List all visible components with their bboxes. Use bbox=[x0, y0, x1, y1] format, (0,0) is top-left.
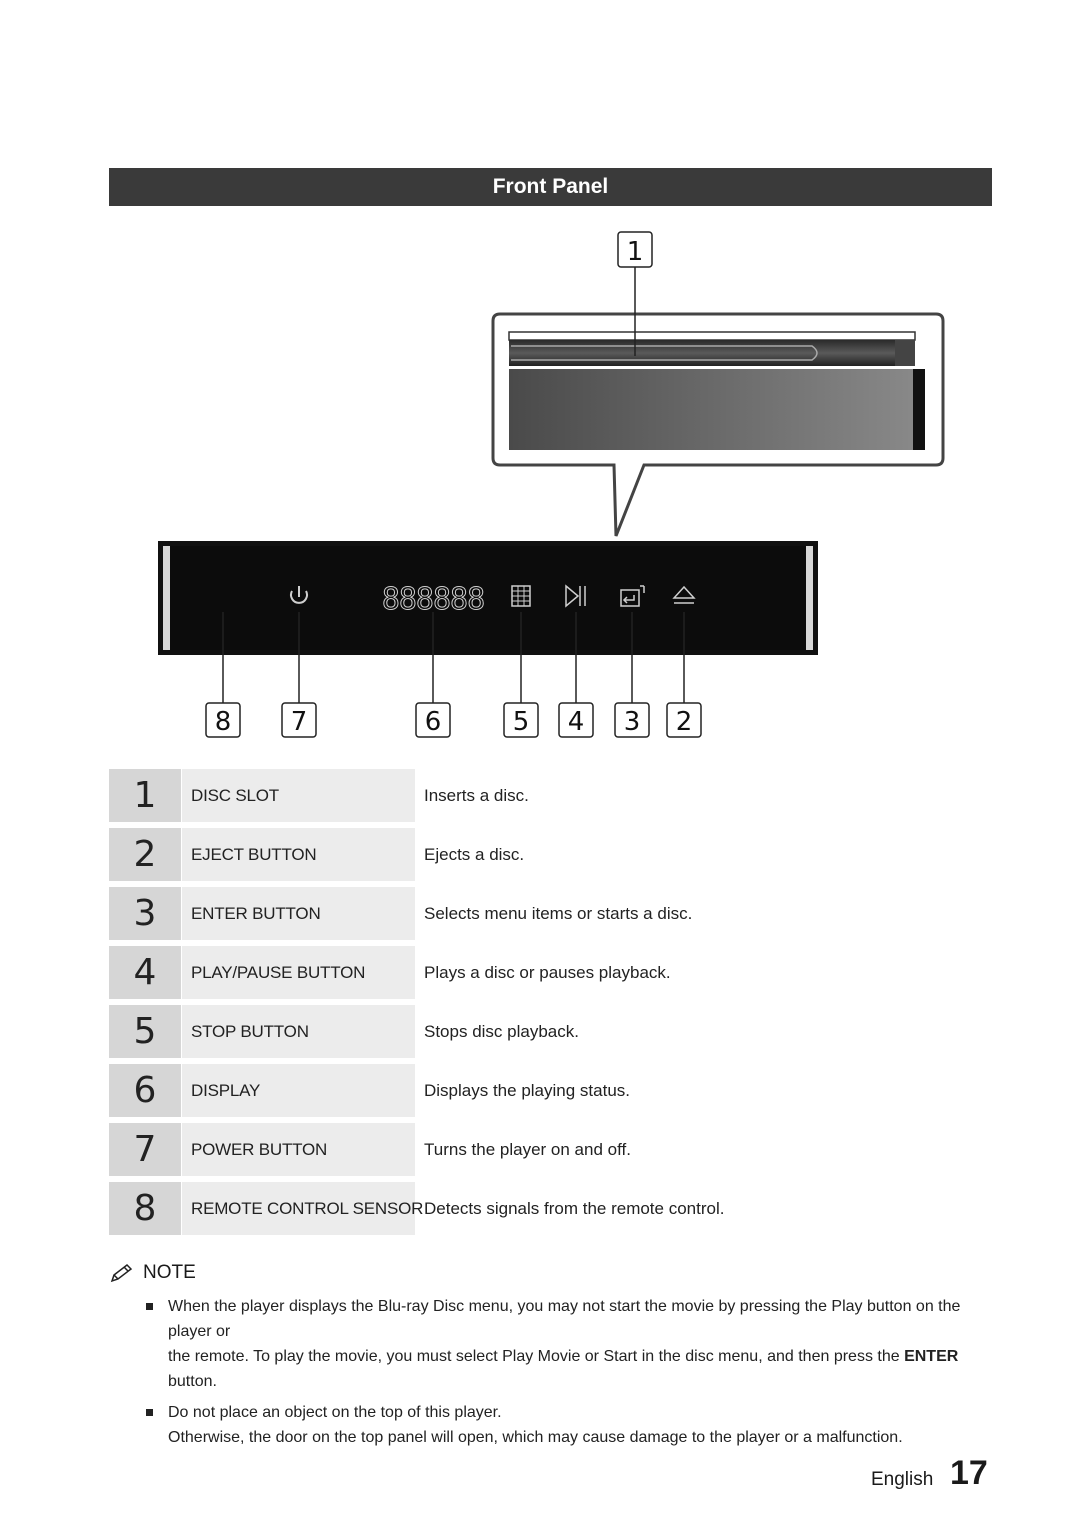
item-number: 1 bbox=[109, 769, 181, 822]
bullet-icon bbox=[146, 1303, 153, 1310]
item-number: 6 bbox=[109, 1064, 181, 1117]
note-section: NOTE When the player displays the Blu-ra… bbox=[109, 1262, 994, 1456]
disc-slot-zoom bbox=[491, 312, 945, 537]
item-description: Selects menu items or starts a disc. bbox=[424, 904, 693, 923]
table-row: 7 POWER BUTTON Turns the player on and o… bbox=[109, 1123, 1009, 1176]
page-number: 17 bbox=[950, 1454, 988, 1492]
note-text-part: the remote. To play the movie, you must … bbox=[168, 1348, 905, 1365]
callout-8: 8 bbox=[205, 702, 241, 738]
callout-7: 7 bbox=[281, 702, 317, 738]
power-icon bbox=[290, 586, 308, 604]
callout-3: 3 bbox=[614, 702, 650, 738]
svg-text:1: 1 bbox=[627, 237, 644, 267]
note-item: When the player displays the Blu-ray Dis… bbox=[109, 1294, 994, 1394]
item-name: ENTER BUTTON bbox=[182, 887, 415, 940]
table-row: 1 DISC SLOT Inserts a disc. bbox=[109, 769, 1009, 822]
svg-text:3: 3 bbox=[624, 707, 641, 737]
item-name: REMOTE CONTROL SENSOR bbox=[182, 1182, 423, 1235]
note-text-bold: ENTER bbox=[904, 1348, 959, 1365]
callout-2: 2 bbox=[666, 702, 702, 738]
play-pause-icon bbox=[565, 584, 586, 608]
note-text-part: button. bbox=[168, 1373, 217, 1390]
display-digits: 888888 bbox=[382, 582, 484, 617]
note-heading: NOTE bbox=[109, 1262, 994, 1284]
item-description: Stops disc playback. bbox=[424, 1022, 579, 1041]
item-name: DISC SLOT bbox=[182, 769, 415, 822]
svg-text:6: 6 bbox=[425, 707, 442, 737]
item-description: Detects signals from the remote control. bbox=[424, 1199, 725, 1218]
parts-table: 1 DISC SLOT Inserts a disc. 2 EJECT BUTT… bbox=[109, 769, 1009, 1241]
bullet-icon bbox=[146, 1409, 153, 1416]
callout-5: 5 bbox=[503, 702, 539, 738]
item-number: 2 bbox=[109, 828, 181, 881]
front-panel: 888888 bbox=[158, 541, 818, 655]
note-text: Otherwise, the door on the top panel wil… bbox=[168, 1429, 903, 1446]
pencil-icon bbox=[110, 1264, 133, 1283]
note-item: Do not place an object on the top of thi… bbox=[109, 1400, 994, 1450]
table-row: 8 REMOTE CONTROL SENSOR Detects signals … bbox=[109, 1182, 1009, 1235]
svg-text:2: 2 bbox=[676, 707, 693, 737]
item-description: Ejects a disc. bbox=[424, 845, 525, 864]
item-description: Plays a disc or pauses playback. bbox=[424, 963, 671, 982]
section-title: Front Panel bbox=[109, 168, 992, 206]
item-description: Displays the playing status. bbox=[424, 1081, 630, 1100]
item-name: EJECT BUTTON bbox=[182, 828, 415, 881]
table-row: 6 DISPLAY Displays the playing status. bbox=[109, 1064, 1009, 1117]
item-name: DISPLAY bbox=[182, 1064, 415, 1117]
eject-icon bbox=[672, 585, 696, 604]
item-number: 8 bbox=[109, 1182, 181, 1235]
item-name: STOP BUTTON bbox=[182, 1005, 415, 1058]
note-text: the remote. To play the movie, you must … bbox=[168, 1344, 994, 1394]
table-row: 5 STOP BUTTON Stops disc playback. bbox=[109, 1005, 1009, 1058]
note-text: When the player displays the Blu-ray Dis… bbox=[168, 1298, 961, 1340]
enter-icon bbox=[620, 585, 645, 607]
svg-text:7: 7 bbox=[291, 707, 308, 737]
front-panel-diagram: 1 888888 bbox=[158, 231, 945, 738]
stop-icon bbox=[511, 585, 531, 607]
item-description: Inserts a disc. bbox=[424, 786, 529, 805]
footer-language: English bbox=[871, 1469, 934, 1490]
note-text: Do not place an object on the top of thi… bbox=[168, 1404, 502, 1421]
note-label: NOTE bbox=[143, 1262, 196, 1283]
table-row: 2 EJECT BUTTON Ejects a disc. bbox=[109, 828, 1009, 881]
item-number: 7 bbox=[109, 1123, 181, 1176]
svg-text:5: 5 bbox=[513, 707, 530, 737]
item-number: 4 bbox=[109, 946, 181, 999]
svg-text:8: 8 bbox=[215, 707, 232, 737]
item-name: PLAY/PAUSE BUTTON bbox=[182, 946, 415, 999]
callout-lines bbox=[222, 612, 685, 703]
callout-6: 6 bbox=[415, 702, 451, 738]
item-number: 5 bbox=[109, 1005, 181, 1058]
table-row: 4 PLAY/PAUSE BUTTON Plays a disc or paus… bbox=[109, 946, 1009, 999]
callout-1: 1 bbox=[617, 231, 653, 356]
table-row: 3 ENTER BUTTON Selects menu items or sta… bbox=[109, 887, 1009, 940]
item-name: POWER BUTTON bbox=[182, 1123, 415, 1176]
svg-text:4: 4 bbox=[568, 707, 585, 737]
item-number: 3 bbox=[109, 887, 181, 940]
item-description: Turns the player on and off. bbox=[424, 1140, 631, 1159]
callout-4: 4 bbox=[558, 702, 594, 738]
